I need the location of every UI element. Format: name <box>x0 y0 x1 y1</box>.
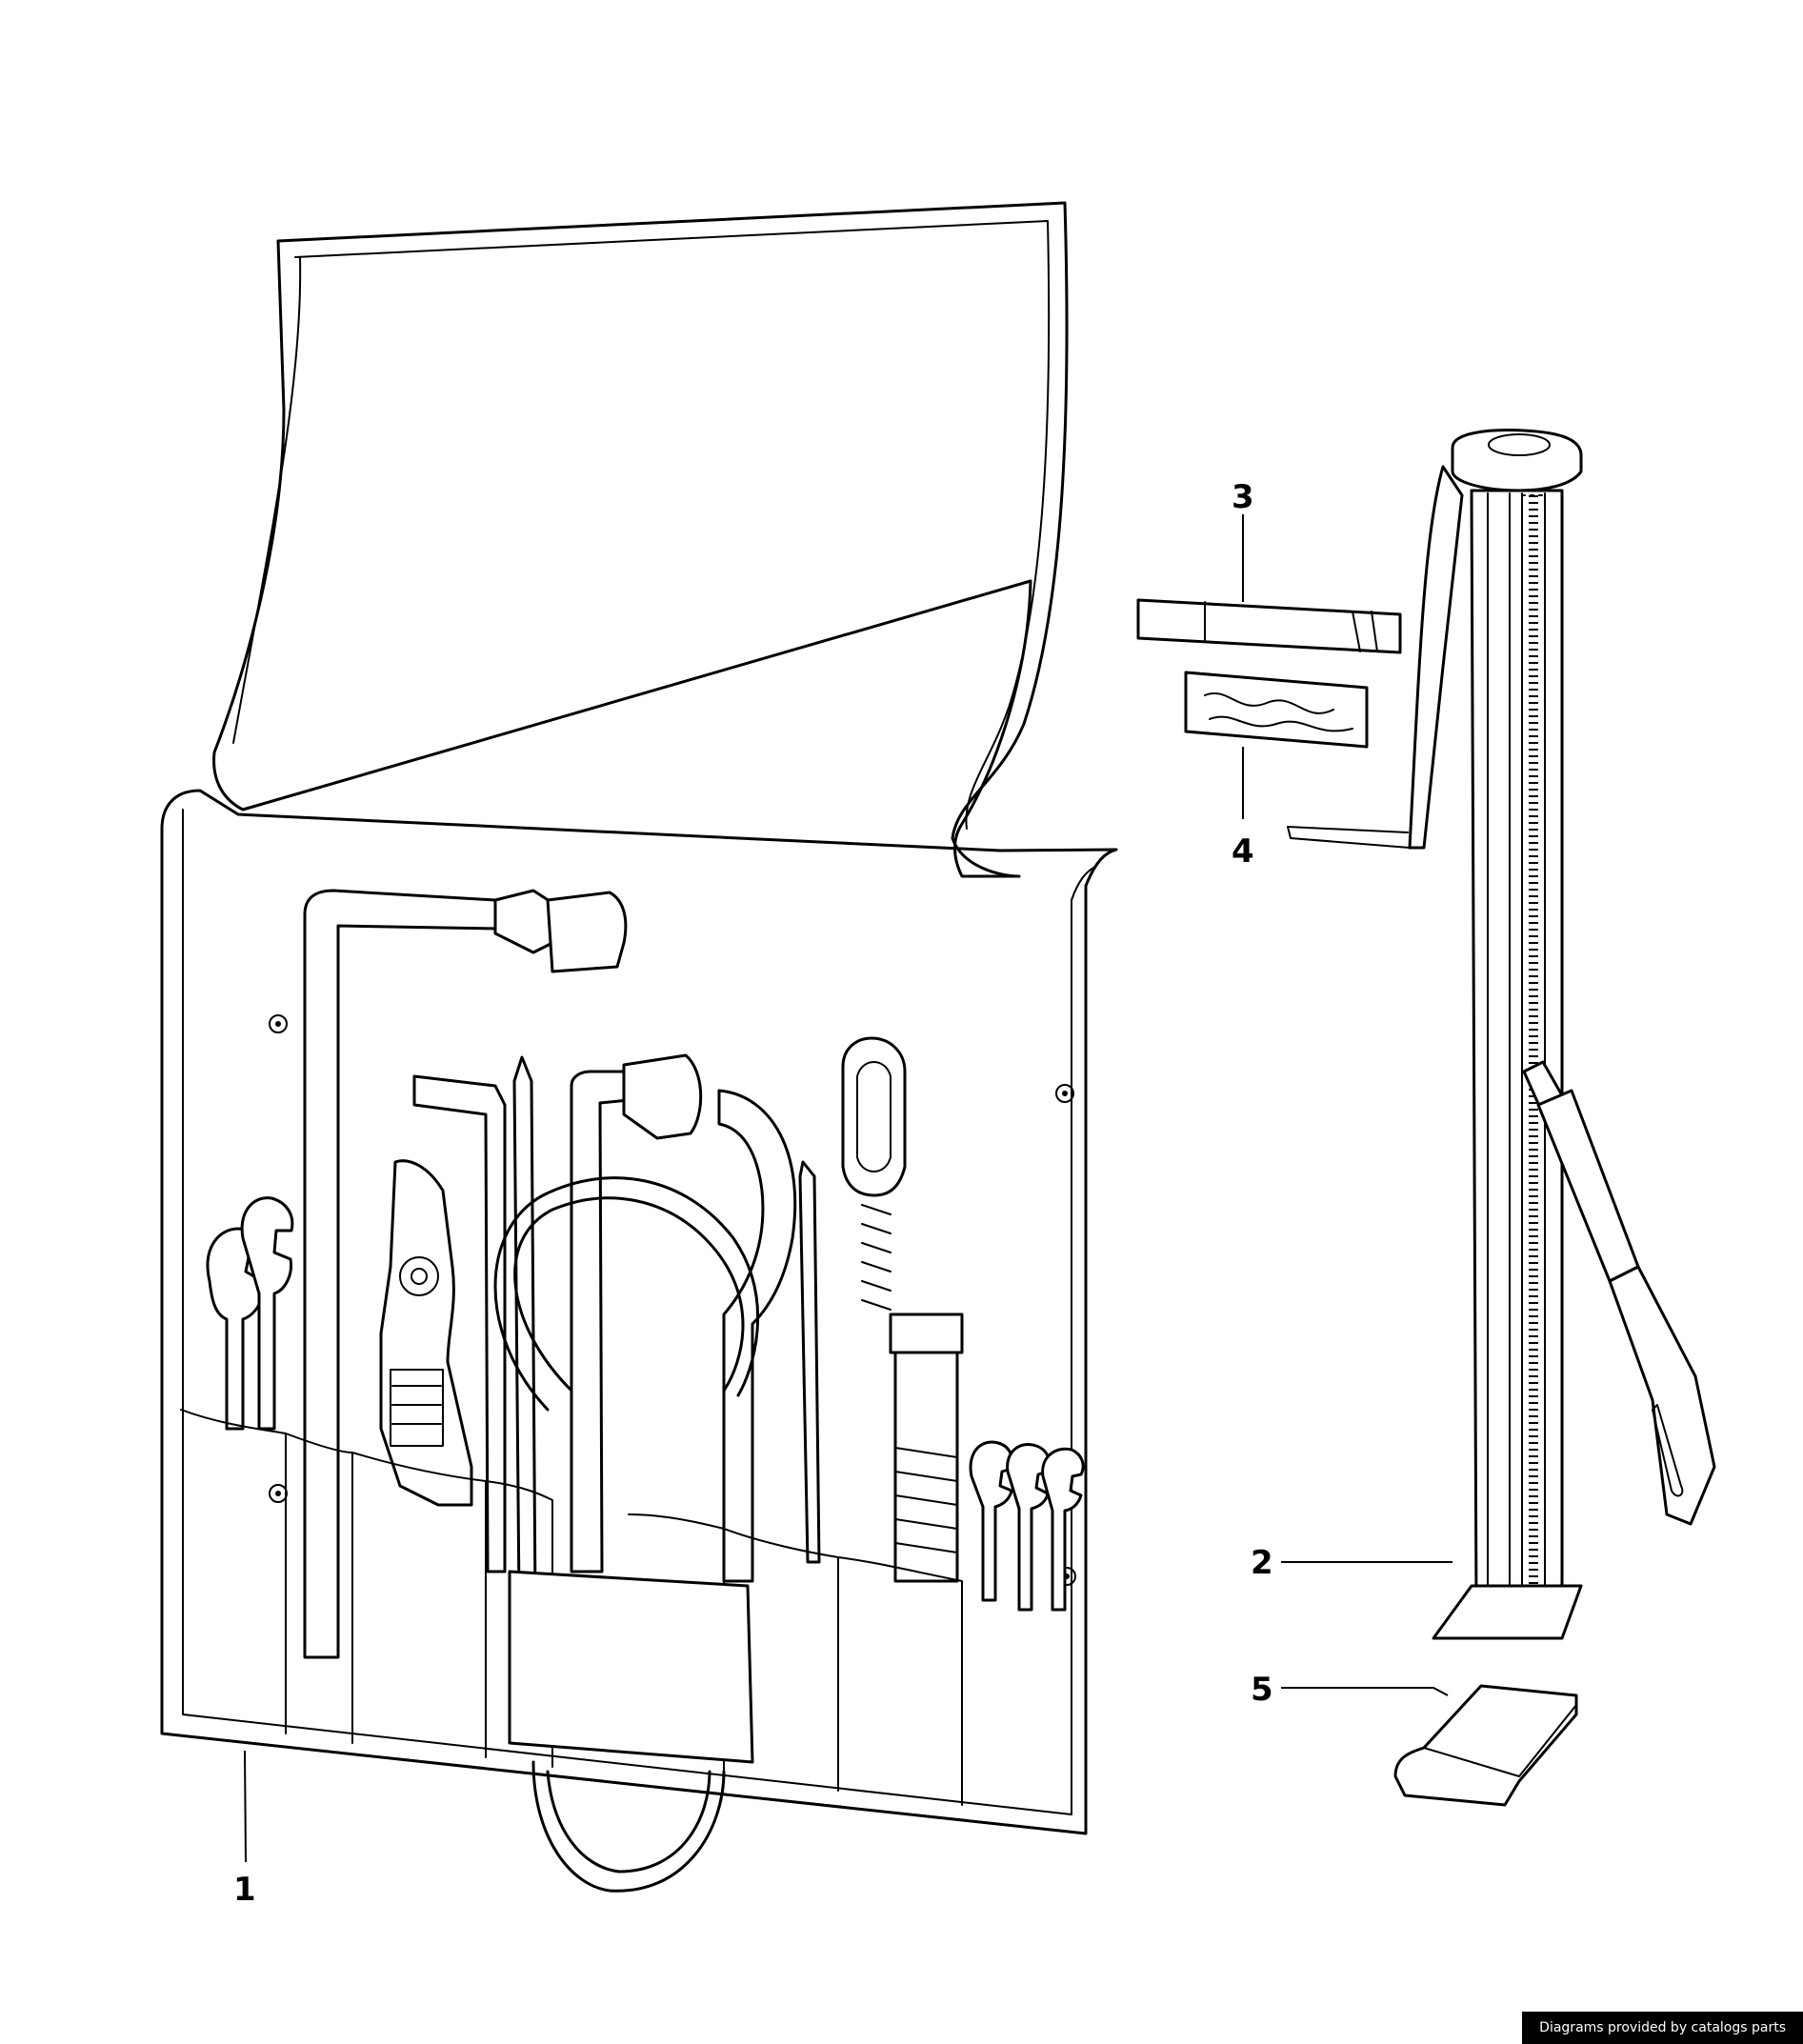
part-4-pad <box>1184 671 1369 749</box>
part-3-case <box>1136 598 1402 654</box>
callout-3: 3 <box>1232 478 1254 516</box>
part-5-wedge <box>1393 1684 1578 1807</box>
jack <box>1287 429 1716 1640</box>
leader-lines <box>244 514 1452 1863</box>
pliers <box>379 1159 473 1507</box>
callout-2: 2 <box>1251 1544 1273 1582</box>
tool-roll-flap <box>212 201 1069 878</box>
callout-1: 1 <box>233 1871 256 1909</box>
credit-footer: Diagrams provided by catalogs parts <box>1522 2012 1803 2044</box>
callout-4: 4 <box>1232 832 1254 871</box>
callout-5: 5 <box>1251 1671 1273 1709</box>
tool-roll <box>160 201 1118 1893</box>
